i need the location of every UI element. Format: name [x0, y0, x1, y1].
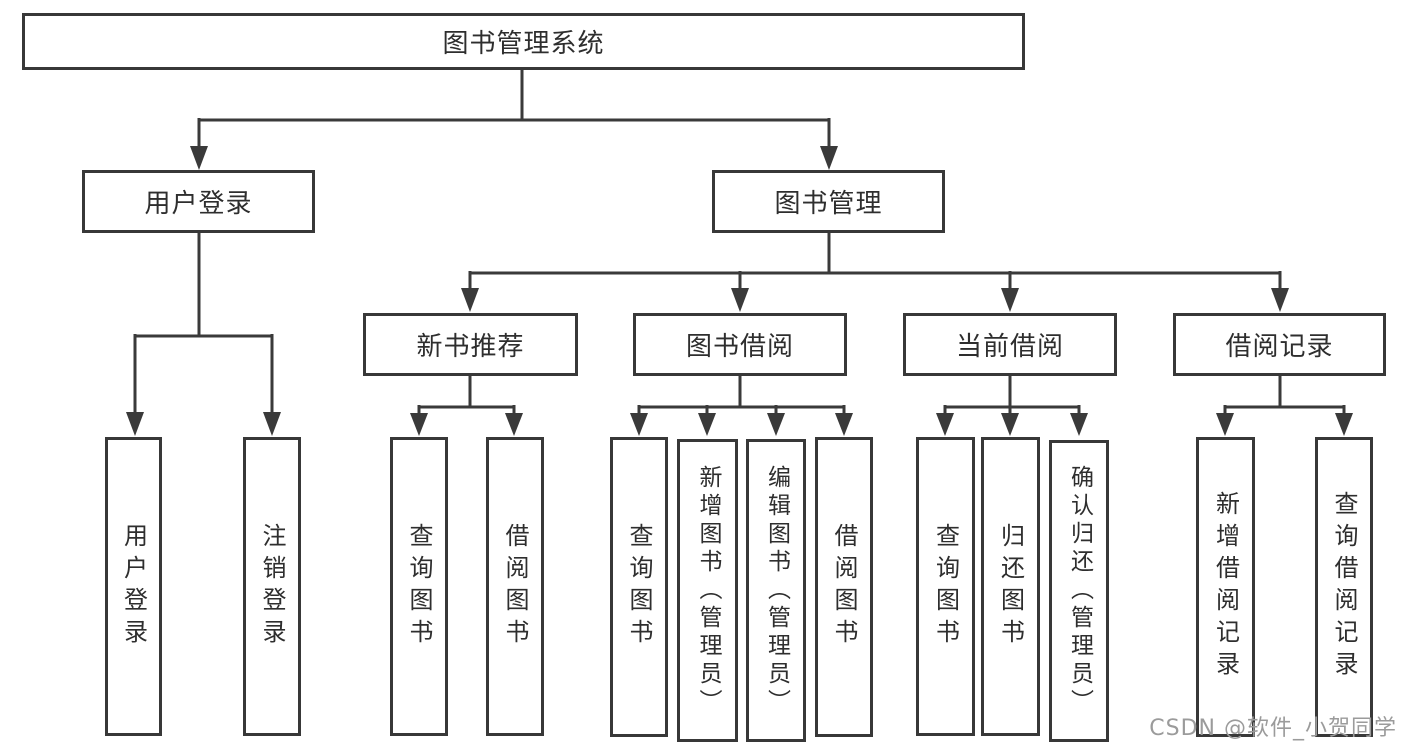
leaf-logout: 注销登录	[243, 437, 301, 736]
leaf-borrowing-borrow-label: 借阅图书	[830, 523, 858, 651]
leaf-newbook-borrow-label: 借阅图书	[501, 522, 529, 651]
node-book-borrowing-label: 图书借阅	[685, 332, 794, 362]
node-new-book-recommend: 新书推荐	[363, 313, 578, 376]
node-borrow-records: 借阅记录	[1173, 313, 1386, 376]
leaf-newbook-query: 查询图书	[390, 437, 448, 736]
leaf-record-add: 新增借阅记录	[1196, 437, 1255, 737]
leaf-record-add-label: 新增借阅记录	[1211, 491, 1240, 683]
node-book-management-label: 图书管理	[774, 189, 883, 219]
node-root-system: 图书管理系统	[22, 13, 1025, 70]
leaf-current-return: 归还图书	[981, 437, 1040, 736]
leaf-logout-label: 注销登录	[258, 522, 286, 651]
node-book-management: 图书管理	[712, 170, 945, 233]
leaf-record-query-label: 查询借阅记录	[1330, 491, 1358, 683]
node-book-borrowing: 图书借阅	[633, 313, 847, 376]
node-root-label: 图书管理系统	[442, 29, 605, 59]
leaf-borrowing-query-label: 查询图书	[625, 523, 653, 651]
leaf-current-query: 查询图书	[916, 437, 975, 736]
leaf-borrowing-edit-admin-label: 编辑图书（管理员）	[763, 464, 790, 717]
leaf-borrowing-edit-admin: 编辑图书（管理员）	[746, 439, 806, 742]
leaf-user-login-label: 用户登录	[119, 522, 148, 651]
node-user-login: 用户登录	[82, 170, 315, 233]
leaf-borrowing-query: 查询图书	[610, 437, 668, 737]
leaf-current-query-label: 查询图书	[931, 522, 960, 651]
node-borrow-records-label: 借阅记录	[1225, 332, 1334, 362]
csdn-watermark: CSDN @软件_小贺同学	[1149, 716, 1397, 741]
leaf-current-confirm-admin: 确认归还（管理员）	[1049, 440, 1109, 742]
leaf-newbook-borrow: 借阅图书	[486, 437, 544, 736]
node-user-login-label: 用户登录	[144, 189, 253, 219]
leaf-borrowing-borrow: 借阅图书	[815, 437, 873, 737]
node-new-book-recommend-label: 新书推荐	[416, 332, 525, 362]
node-current-borrowing-label: 当前借阅	[955, 332, 1064, 362]
leaf-record-query: 查询借阅记录	[1315, 437, 1373, 737]
leaf-newbook-query-label: 查询图书	[405, 522, 433, 651]
node-current-borrowing: 当前借阅	[903, 313, 1117, 376]
leaf-borrowing-add-admin: 新增图书（管理员）	[677, 439, 738, 742]
leaf-borrowing-add-admin-label: 新增图书（管理员）	[695, 464, 721, 717]
leaf-current-confirm-admin-label: 确认归还（管理员）	[1066, 465, 1093, 717]
leaf-current-return-label: 归还图书	[996, 522, 1025, 651]
leaf-user-login: 用户登录	[105, 437, 162, 736]
